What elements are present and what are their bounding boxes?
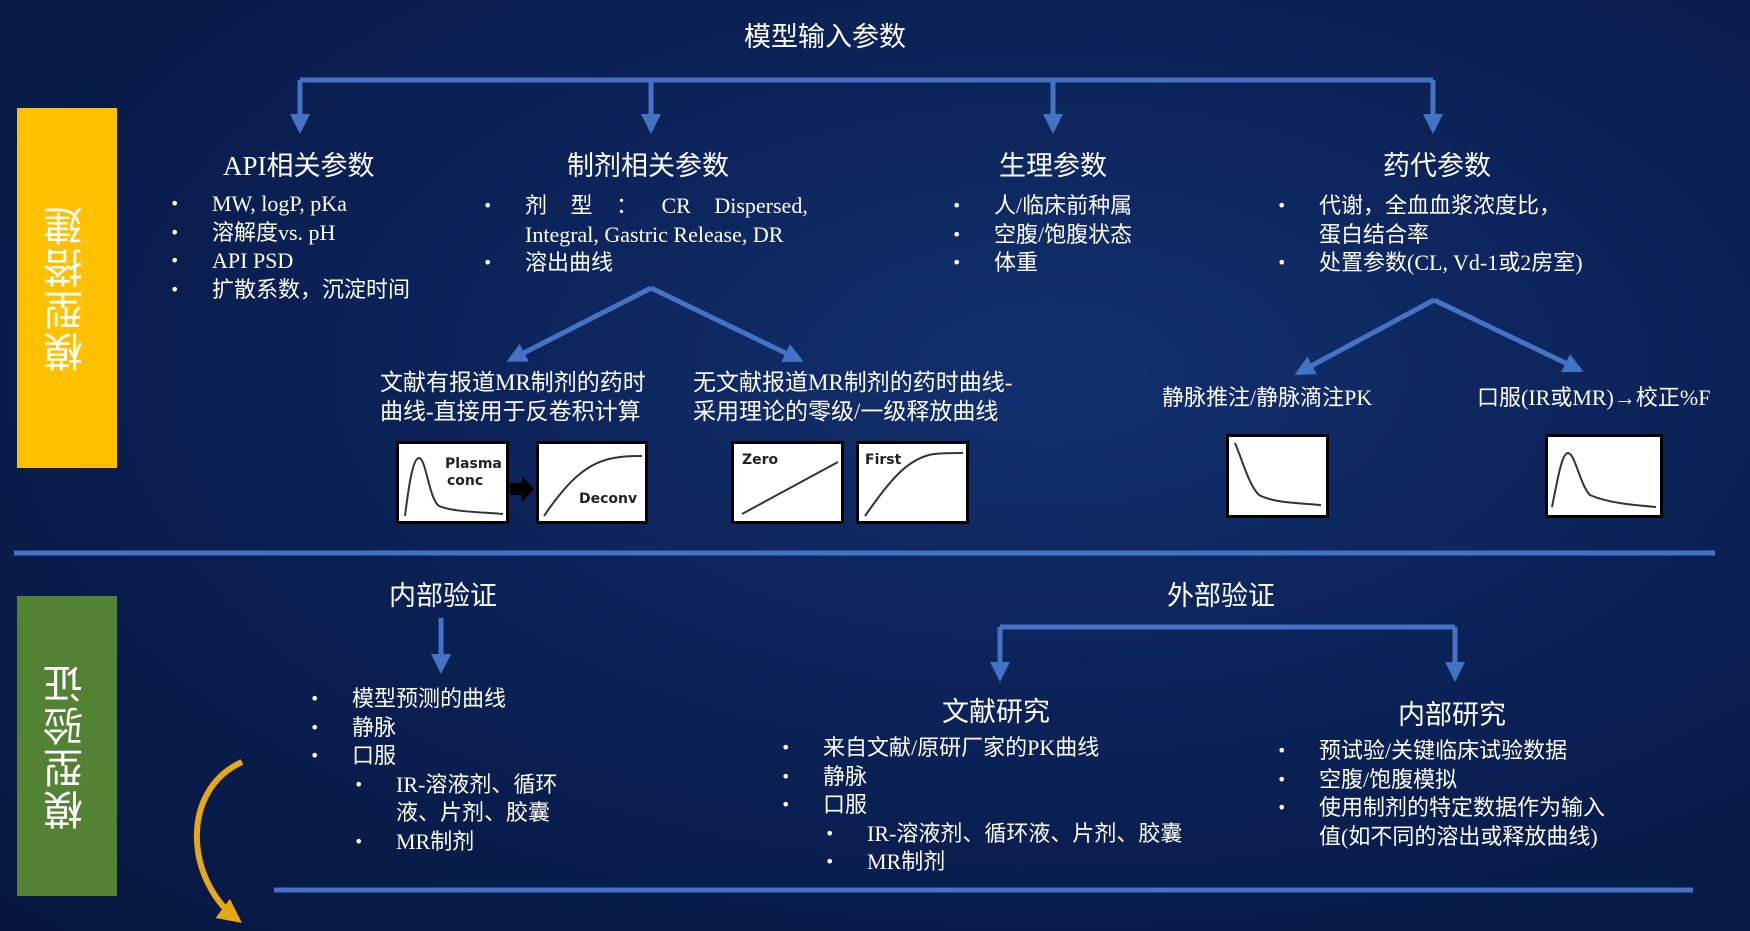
list-item: 来自文献/原研厂家的PK曲线 — [777, 734, 1182, 763]
arrow-to-iv — [1294, 297, 1436, 376]
list-item: 溶出曲线 — [479, 249, 808, 278]
plot-deconv: Deconv — [536, 441, 648, 524]
plot-iv — [1226, 434, 1329, 518]
list-item: 扩散系数，沉淀时间 — [166, 276, 410, 305]
branch-unreported-text: 无文献报道MR制剂的药时曲线- 采用理论的零级/一级释放曲线 — [693, 370, 1013, 424]
formulation-list: 剂 型 ： CR Dispersed, Integral, Gastric Re… — [479, 192, 808, 278]
formulation-title: 制剂相关参数 — [567, 151, 729, 181]
list-item: 使用制剂的特定数据作为输入 — [1273, 794, 1605, 823]
list-item: 预试验/关键临床试验数据 — [1273, 737, 1605, 766]
list-item: 空腹/饱腹模拟 — [1273, 766, 1605, 795]
branch-reported-text: 文献有报道MR制剂的药时 曲线-直接用于反卷积计算 — [380, 370, 646, 424]
build-side-label: 模型搭建 — [44, 204, 90, 372]
branch-oral-text: 口服(IR或MR)→校正%F — [1477, 385, 1711, 410]
list-item: API PSD — [166, 247, 410, 276]
verify-side-label: 模型验证 — [44, 662, 90, 830]
list-item: 模型预测的曲线 — [306, 685, 557, 714]
external-verify-title: 外部验证 — [1167, 581, 1275, 611]
list-item: 人/临床前种属 — [948, 192, 1132, 221]
plot-oral — [1545, 434, 1663, 518]
list-subitem: MR制剂 — [777, 848, 1182, 877]
list-item: 口服 — [306, 742, 557, 771]
list-item-continuation: 值(如不同的溶出或释放曲线) — [1319, 823, 1598, 849]
pk-list: 代谢，全血血浆浓度比， 蛋白结合率 处置参数(CL, Vd-1或2房室) — [1273, 192, 1583, 278]
inhouse-title: 内部研究 — [1398, 700, 1506, 730]
build-side-band: 模型搭建 — [17, 108, 117, 468]
list-subitem: MR制剂 — [306, 828, 557, 857]
list-item: 体重 — [948, 249, 1132, 278]
plot-first-order: First — [856, 441, 969, 524]
list-item: 空腹/饱腹状态 — [948, 221, 1132, 250]
arrow-to-oral — [1432, 297, 1584, 373]
list-item: 溶解度vs. pH — [166, 219, 410, 248]
list-subitem: IR-溶液剂、循环液、片剂、胶囊 — [777, 820, 1182, 849]
list-item: 处置参数(CL, Vd-1或2房室) — [1273, 249, 1583, 278]
list-item: 剂 型 ： CR Dispersed, — [479, 192, 808, 221]
literature-title: 文献研究 — [942, 697, 1050, 727]
list-subitem: IR-溶液剂、循环 — [306, 771, 557, 800]
plot-zero-order: Zero — [731, 441, 844, 524]
internal-verify-list: 模型预测的曲线 静脉 口服 IR-溶液剂、循环 液、片剂、胶囊 MR制剂 — [306, 685, 557, 856]
top-title: 模型输入参数 — [744, 22, 906, 52]
internal-verify-title: 内部验证 — [389, 581, 497, 611]
arrow-to-reported — [506, 285, 653, 363]
list-item: 代谢，全血血浆浓度比， — [1273, 192, 1583, 221]
physiology-title: 生理参数 — [999, 151, 1107, 181]
arrow-to-unreported — [649, 285, 804, 363]
list-item-continuation: 液、片剂、胶囊 — [396, 800, 551, 825]
literature-list: 来自文献/原研厂家的PK曲线 静脉 口服 IR-溶液剂、循环液、片剂、胶囊 MR… — [777, 734, 1182, 877]
branch-iv-text: 静脉推注/静脉滴注PK — [1162, 385, 1373, 410]
physiology-list: 人/临床前种属 空腹/饱腹状态 体重 — [948, 192, 1132, 278]
list-item: 静脉 — [306, 714, 557, 743]
list-item: 口服 — [777, 791, 1182, 820]
list-item-continuation: 蛋白结合率 — [1319, 221, 1430, 247]
list-item: MW, logP, pKa — [166, 190, 410, 219]
list-item: 静脉 — [777, 763, 1182, 792]
api-title: API相关参数 — [223, 151, 375, 181]
pk-title: 药代参数 — [1383, 151, 1491, 181]
list-item-continuation: Integral, Gastric Release, DR — [525, 221, 784, 247]
inhouse-list: 预试验/关键临床试验数据 空腹/饱腹模拟 使用制剂的特定数据作为输入 值(如不同… — [1273, 737, 1605, 851]
feedback-curve-arrow — [194, 759, 244, 923]
verify-side-band: 模型验证 — [17, 596, 117, 896]
api-list: MW, logP, pKa 溶解度vs. pH API PSD 扩散系数，沉淀时… — [166, 190, 410, 304]
